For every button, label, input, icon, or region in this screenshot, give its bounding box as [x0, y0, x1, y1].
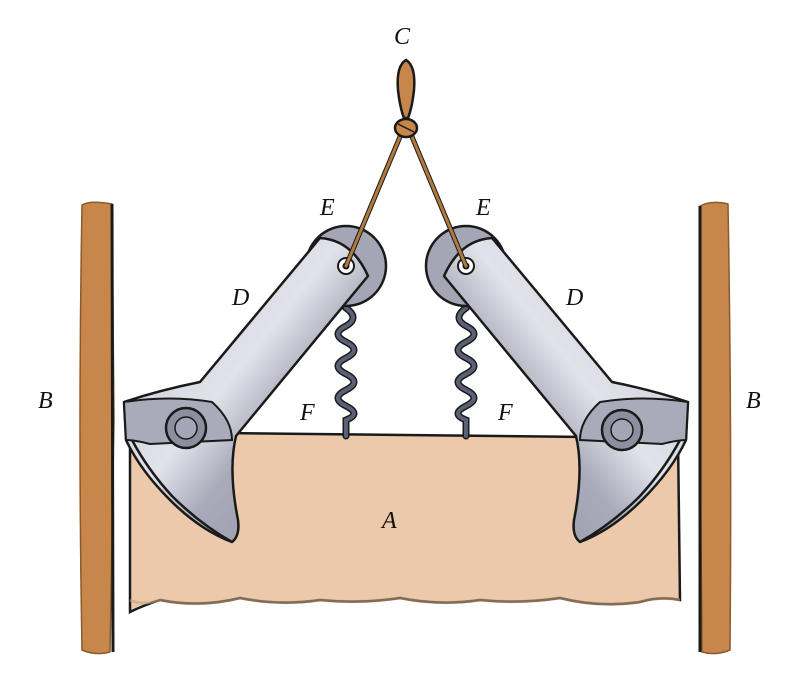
spring-left [334, 268, 358, 440]
label-d-left: D [231, 285, 249, 311]
label-d-right: D [565, 285, 583, 311]
label-b-right: B [746, 388, 761, 414]
lever-left [122, 224, 388, 544]
ring-c [393, 58, 419, 139]
label-a: A [380, 508, 397, 534]
block-a [128, 430, 682, 615]
wall-left [79, 201, 115, 655]
rope [343, 129, 469, 269]
label-e-right: E [475, 195, 491, 221]
label-f-right: F [497, 400, 513, 426]
spring-right [454, 268, 478, 440]
label-e-left: E [319, 195, 335, 221]
label-c: C [394, 24, 411, 50]
label-b-left: B [38, 388, 53, 414]
label-f-left: F [299, 400, 315, 426]
lever-right [424, 224, 690, 544]
wall-right [698, 201, 732, 655]
